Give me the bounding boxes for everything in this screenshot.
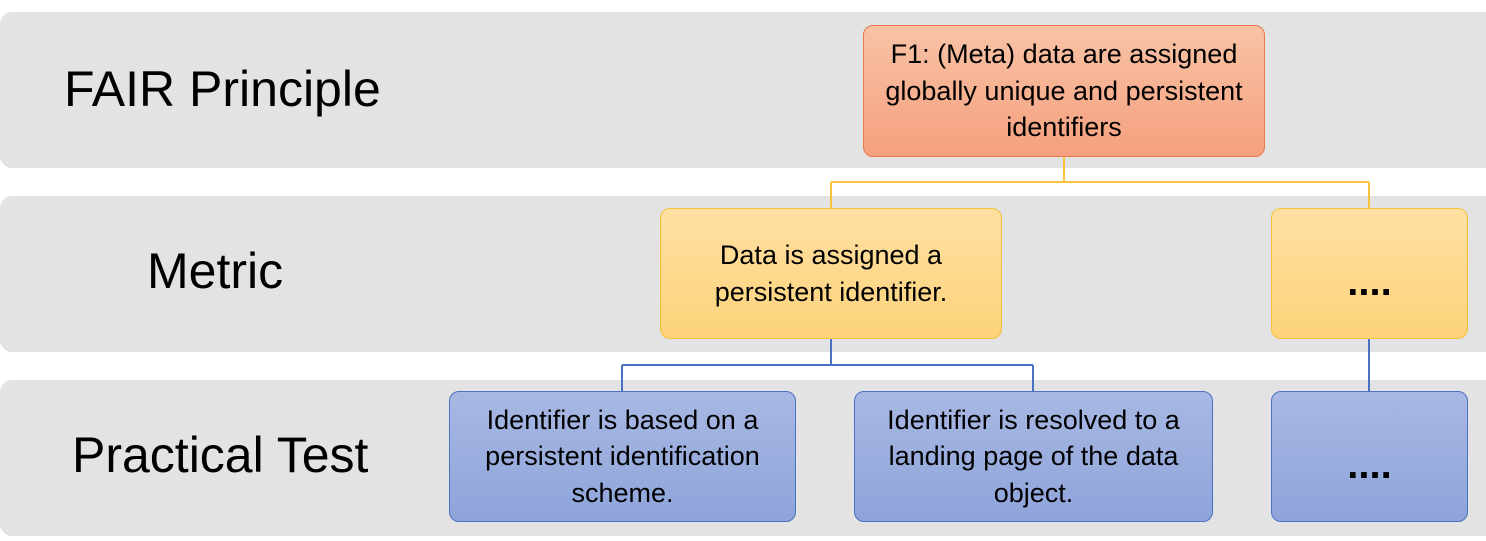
- practical-test-row-label: Practical Test: [72, 427, 369, 483]
- metric-persistent-identifier-box: Data is assigned a persistent identifier…: [660, 208, 1002, 339]
- metric-more-ellipsis: ....: [1347, 259, 1392, 304]
- test-landing-page-box: Identifier is resolved to a landing page…: [854, 391, 1213, 522]
- principle-f1-text: F1: (Meta) data are assigned globally un…: [885, 39, 1243, 143]
- fair-principle-row-label: FAIR Principle: [64, 61, 381, 117]
- principle-to-metric-connectors: [830, 157, 1370, 208]
- metric-more-box: ....: [1271, 208, 1468, 339]
- test-more-box: ....: [1271, 391, 1468, 522]
- test-landing-page-text: Identifier is resolved to a landing page…: [887, 404, 1180, 508]
- metric-row-label: Metric: [147, 243, 284, 299]
- test-identification-scheme-text: Identifier is based on a persistent iden…: [485, 404, 760, 508]
- metric-persistent-identifier-text: Data is assigned a persistent identifier…: [714, 240, 948, 307]
- metric-to-test-connectors: [621, 339, 1370, 391]
- principle-f1-box: F1: (Meta) data are assigned globally un…: [863, 25, 1265, 157]
- test-identification-scheme-box: Identifier is based on a persistent iden…: [449, 391, 796, 522]
- test-more-ellipsis: ....: [1347, 442, 1392, 487]
